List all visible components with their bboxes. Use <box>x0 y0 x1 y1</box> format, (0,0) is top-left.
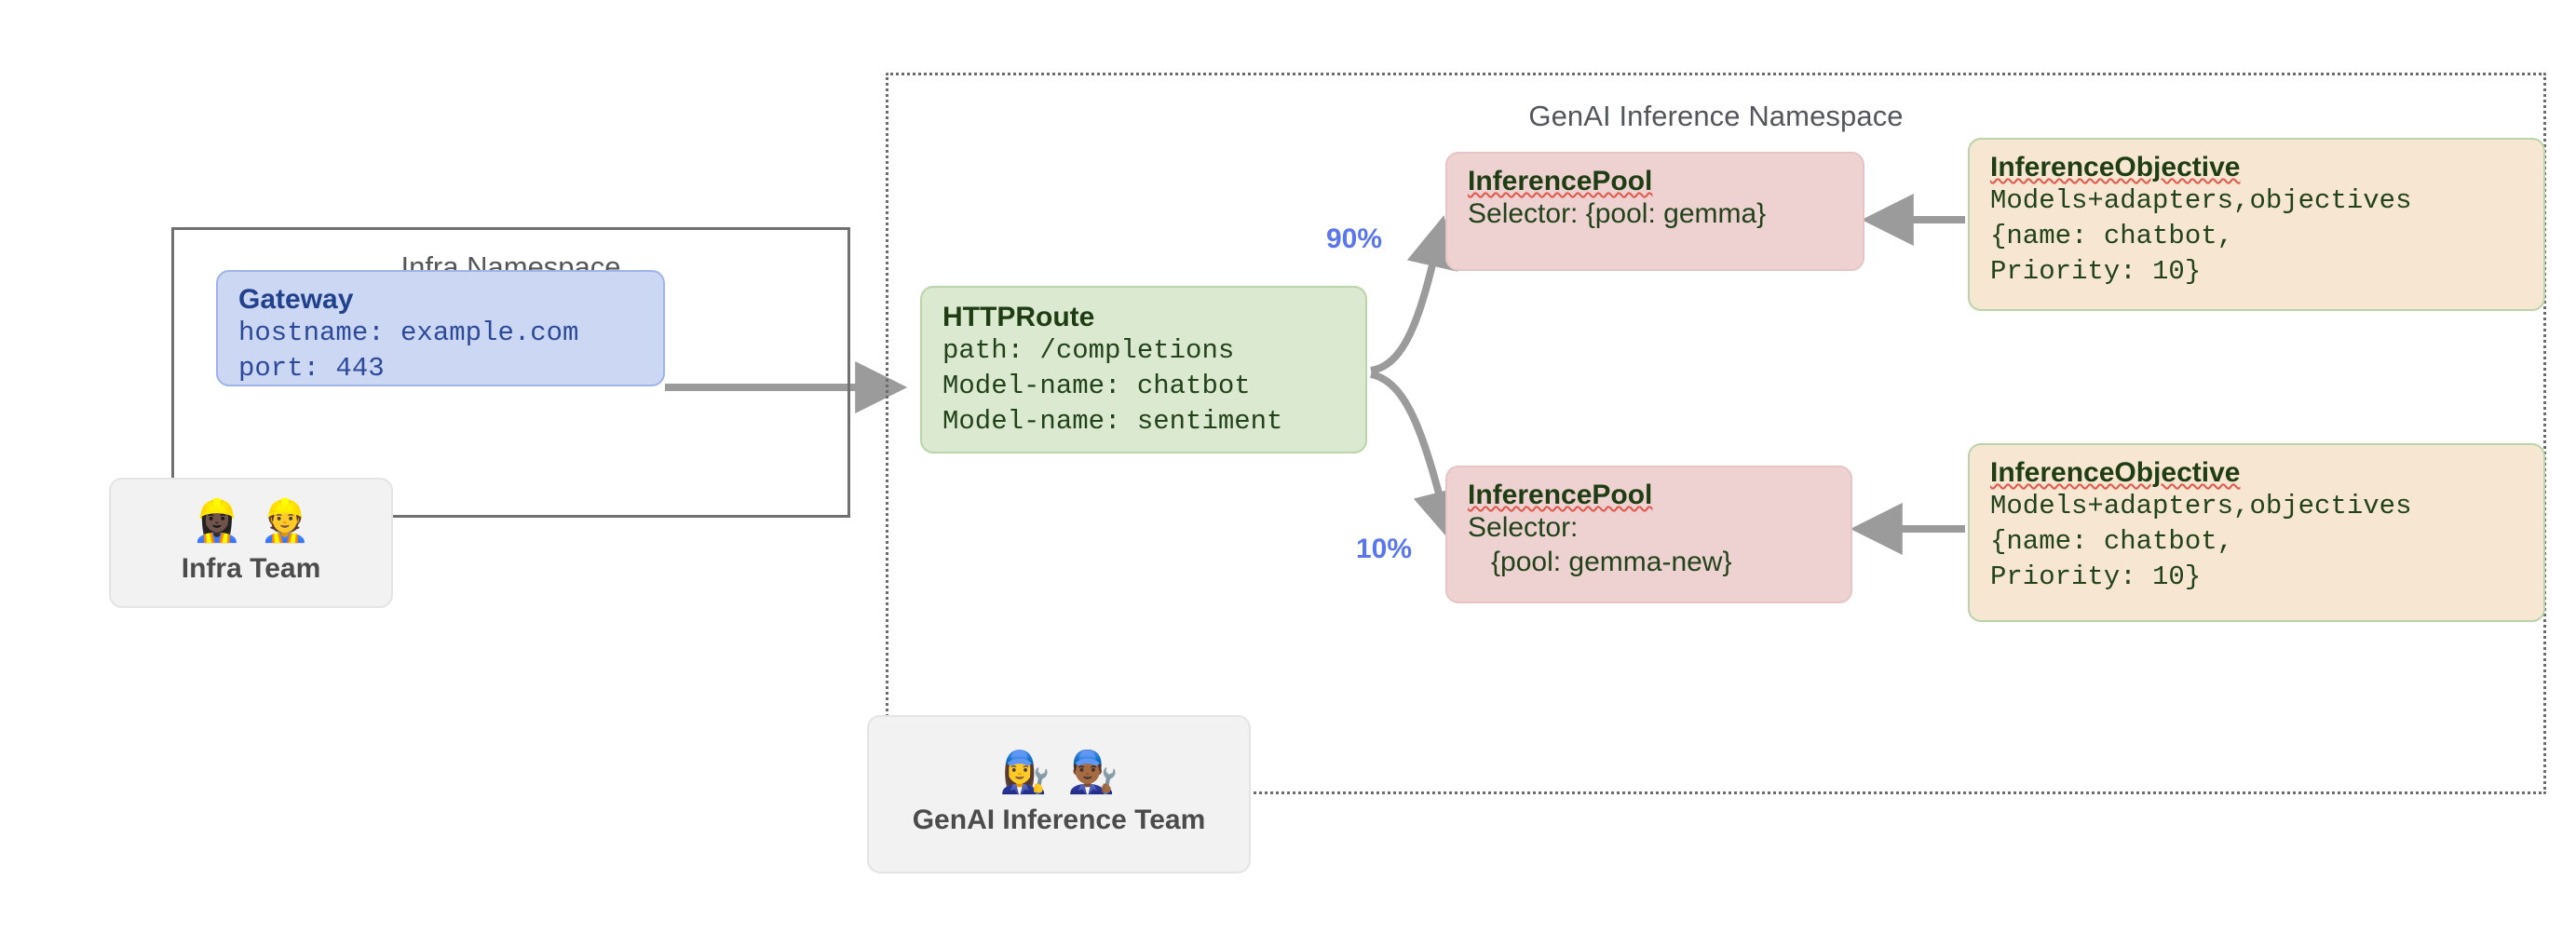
inferenceobjective-top-name: {name: chatbot, <box>1990 221 2234 252</box>
genai-inference-namespace-title: GenAI Inference Namespace <box>1528 100 1904 132</box>
genai-inference-team-label: GenAI Inference Team <box>912 805 1206 835</box>
inferenceobjective-bottom-name: {name: chatbot, <box>1990 526 2234 558</box>
construction-worker-icon: 👷🏿‍♀️👷 <box>191 497 328 545</box>
inferenceobjective-bottom-models: Models+adapters,objectives <box>1990 491 2412 522</box>
httproute-node[interactable]: HTTPRoute path: /completions Model-name:… <box>920 286 1367 453</box>
inferencepool-gemma-new-selector-label: Selector: <box>1468 512 1579 544</box>
inferenceobjective-top-models: Models+adapters,objectives <box>1990 185 2412 217</box>
inferencepool-gemma-selector: Selector: {pool: gemma} <box>1468 198 1767 230</box>
inferencepool-gemma-new-node[interactable]: InferencePool Selector: {pool: gemma-new… <box>1445 466 1852 603</box>
inferenceobjective-top-priority: Priority: 10} <box>1990 255 2202 287</box>
gateway-title: Gateway <box>238 284 354 315</box>
inferenceobjective-bottom-priority: Priority: 10} <box>1990 561 2202 592</box>
inferenceobjective-bottom-node[interactable]: InferenceObjective Models+adapters,objec… <box>1968 443 2545 622</box>
genai-inference-team-card[interactable]: 👩‍🔧👨🏾‍🔧 GenAI Inference Team <box>867 715 1251 873</box>
httproute-path: path: /completions <box>942 335 1235 367</box>
inferencepool-gemma-new-title: InferencePool <box>1468 480 1653 510</box>
infra-team-label: Infra Team <box>181 553 321 584</box>
mechanic-icon: 👩‍🔧👨🏾‍🔧 <box>999 749 1135 796</box>
gateway-port: port: 443 <box>238 353 385 385</box>
httproute-model-name-sentiment: Model-name: sentiment <box>942 405 1283 437</box>
inferenceobjective-bottom-title: InferenceObjective <box>1990 457 2241 488</box>
inferenceobjective-top-node[interactable]: InferenceObjective Models+adapters,objec… <box>1968 138 2545 311</box>
httproute-model-name-chatbot: Model-name: chatbot <box>942 371 1251 402</box>
gateway-node[interactable]: Gateway hostname: example.com port: 443 <box>216 270 665 386</box>
genai-inference-namespace-container: GenAI Inference Namespace <box>886 73 2546 794</box>
edge-weight-label-90: 90% <box>1326 223 1383 254</box>
edge-weight-label-10: 10% <box>1356 534 1413 564</box>
inferenceobjective-top-title: InferenceObjective <box>1990 152 2241 183</box>
inferencepool-gemma-node[interactable]: InferencePool Selector: {pool: gemma} <box>1445 152 1864 271</box>
inferencepool-gemma-new-selector-value: {pool: gemma-new} <box>1468 546 1732 577</box>
gateway-hostname: hostname: example.com <box>238 318 579 349</box>
httproute-title: HTTPRoute <box>942 302 1095 332</box>
inferencepool-gemma-title: InferencePool <box>1468 166 1653 196</box>
infra-team-card[interactable]: 👷🏿‍♀️👷 Infra Team <box>109 478 393 608</box>
